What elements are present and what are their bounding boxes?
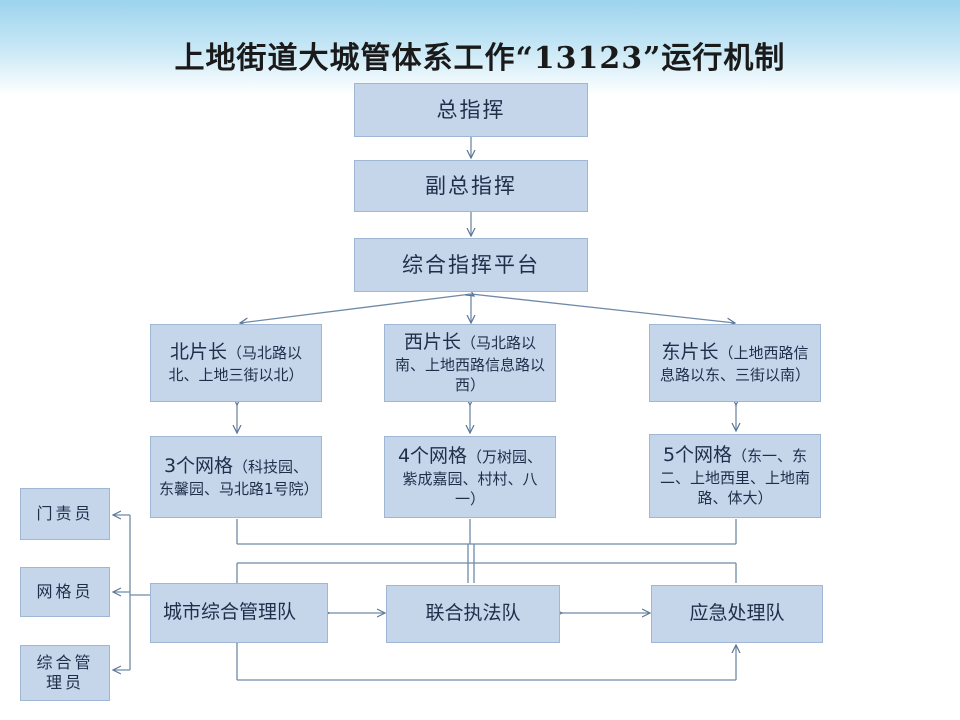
west-leader-note: （马北路以南、上地西路信息路以西）	[394, 334, 545, 394]
east-grid-box: 5个网格（东一、东二、上地西里、上地南路、体大）	[649, 434, 821, 518]
north-leader-label: 北片长	[169, 341, 227, 364]
west-leader-label: 西片长	[403, 331, 461, 354]
command-platform-label: 综合指挥平台	[402, 252, 540, 277]
east-leader-box: 东片长（上地西路信息路以东、三街以南）	[649, 324, 821, 402]
deputy-commander-label: 副总指挥	[425, 173, 517, 198]
gatekeeper-box: 门责员	[20, 488, 110, 540]
page-title: 上地街道大城管体系工作“13123”运行机制	[174, 41, 786, 76]
commander-box: 总指挥	[354, 83, 588, 137]
north-grid-label: 3个网格	[163, 455, 234, 478]
east-grid-note: （东一、东二、上地西里、上地南路、体大）	[659, 447, 810, 507]
west-grid-box: 4个网格（万树园、紫成嘉园、村村、八一）	[384, 436, 556, 518]
commander-label: 总指挥	[436, 97, 506, 122]
comprehensive-manager-box: 综合管理员	[20, 645, 110, 701]
grid-member-box: 网格员	[20, 567, 110, 617]
north-leader-note: （马北路以北、上地三街以北）	[168, 344, 304, 384]
west-grid-note: （万树园、紫成嘉园、村村、八一）	[402, 448, 543, 508]
joint-enforcement-team-label: 联合执法队	[425, 602, 521, 625]
west-grid-label: 4个网格	[397, 445, 468, 468]
east-leader-label: 东片长	[661, 341, 719, 364]
gatekeeper-label: 门责员	[36, 504, 94, 523]
emergency-team-label: 应急处理队	[689, 602, 785, 625]
north-leader-box: 北片长（马北路以北、上地三街以北）	[150, 324, 322, 402]
east-leader-note: （上地西路信息路以东、三街以南）	[659, 344, 810, 384]
command-platform-box: 综合指挥平台	[354, 238, 588, 292]
north-grid-note: （科技园、东馨园、马北路1号院）	[159, 458, 319, 498]
comprehensive-manager-label: 综合管理员	[36, 653, 94, 692]
emergency-team-box: 应急处理队	[651, 585, 823, 643]
west-leader-box: 西片长（马北路以南、上地西路信息路以西）	[384, 324, 556, 402]
north-grid-box: 3个网格（科技园、东馨园、马北路1号院）	[150, 436, 322, 518]
grid-member-label: 网格员	[36, 582, 94, 601]
deputy-commander-box: 副总指挥	[354, 160, 588, 212]
east-grid-label: 5个网格	[662, 444, 733, 467]
joint-enforcement-team-box: 联合执法队	[386, 585, 560, 643]
city-management-team-label: 城市综合管理队	[163, 601, 297, 624]
city-management-team-box: 城市综合管理队	[150, 583, 328, 643]
